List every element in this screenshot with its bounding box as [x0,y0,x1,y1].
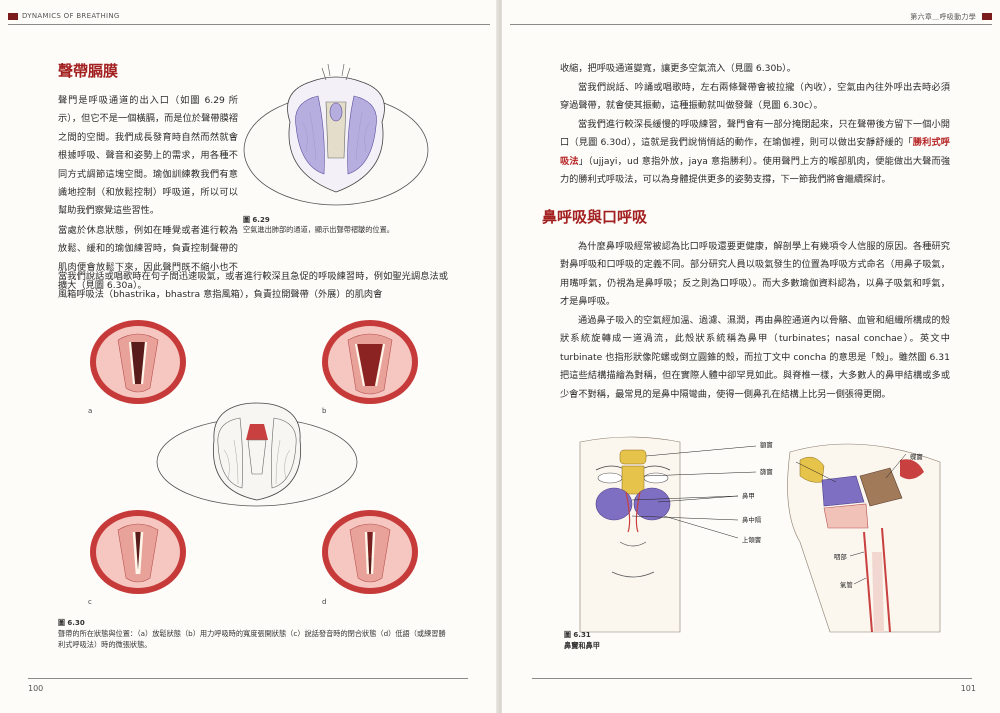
figure-letter: a [88,407,93,415]
chapter-marker [8,13,18,20]
figure-label: 額竇 [760,441,773,449]
figure-letter: d [322,598,327,606]
airway-center-figure [156,402,358,507]
figure-caption: 空氣進出肺部的通道，顯示出聲帶褶皺的位置。 [243,225,394,234]
section-title: 鼻呼吸與口呼吸 [542,208,648,226]
header-rule [8,24,490,25]
figure-6-31 [579,436,941,633]
figure-label: 鼻中隔 [742,516,762,524]
figure-label: 上頜竇 [742,536,762,544]
figure-label: 咽部 [834,553,847,561]
figure-label: 氣管 [840,581,853,589]
figure-label: 篩竇 [760,468,773,476]
paragraph-text: 」（ujjayi，ud 意指外放，jaya 意指勝利）。使用聲門上方的喉部肌肉，… [560,155,951,186]
page-number: 100 [28,684,44,693]
footer-rule [28,678,468,679]
figure-number: 圖 6.31 [564,631,591,639]
figure-caption: 鼻竇和鼻甲 [564,641,600,650]
paragraph: 當我們說話或唱歌時在句子間迅速吸氣，或者進行較深且急促的呼吸練習時，例如聖光調息… [58,271,448,301]
figure-6-29 [243,63,429,206]
figure-letter: c [88,598,92,606]
footer-rule [532,678,972,679]
right-page: 第六章＿呼吸動力學 收縮，把呼吸通道變寬，讓更多空氣流入（見圖 6.30b）。 … [502,0,1000,713]
paragraph: 聲門是呼吸通道的出入口（如圖 6.29 所示），但它不是一個橫膈，而是位於聲帶膜… [58,95,238,217]
figure-label: 蝶竇 [910,453,923,461]
page-number: 101 [960,684,976,693]
figure-number: 圖 6.30 [58,619,85,627]
header-rule [510,24,992,25]
paragraph-text: 當我們進行較深長緩慢的呼吸練習，聲門會有一部分掩閉起來，只在聲帶後方留下一個小開… [560,119,950,149]
paragraph: 為什麼鼻呼吸經常被認為比口呼吸還要更健康，解剖學上有幾項令人信服的原因。各種研究… [560,241,950,308]
figure-letter: b [322,407,327,415]
section-title: 聲帶膈膜 [58,62,119,80]
paragraph: 當處於休息狀態，例如在睡覺或者進行較為放鬆、緩和的瑜伽練習時，負責控制聲帶的肌肉… [58,225,238,292]
running-head: 第六章＿呼吸動力學 [910,13,976,21]
highlight-term: 勝利式呼吸法 [560,137,950,167]
paragraph: 收縮，把呼吸通道變寬，讓更多空氣流入（見圖 6.30b）。 [560,63,796,74]
left-page: DYNAMICS OF BREATHING 聲帶膈膜 聲門是呼吸通道的出入口（如… [0,0,498,713]
figure-number: 圖 6.29 [243,216,270,224]
paragraph-ujjayi: 當我們進行較深長緩慢的呼吸練習，聲門會有一部分掩閉起來，只在聲帶後方留下一個小開… [560,116,950,190]
paragraph: 當我們說話、吟誦或唱歌時，左右兩條聲帶會被拉攏（內收），空氣由內往外呼出去時必須… [560,82,950,112]
glottis-view-c [90,510,186,594]
glottis-view-d [322,510,418,594]
figure-label: 鼻甲 [742,492,755,500]
chapter-marker [982,13,992,20]
gutter [496,0,504,713]
paragraph: 通過鼻子吸入的空氣經加溫、過濾、濕潤，再由鼻腔通道內以骨骼、血管和組織所構成的殼… [560,315,950,400]
glottis-view-a [90,320,186,404]
glottis-view-b [322,320,418,404]
figure-caption: 聲帶的所在狀態與位置：（a）放鬆狀態（b）用力呼吸時的寬度張開狀態（c）說話發音… [58,629,446,649]
running-head: DYNAMICS OF BREATHING [22,12,120,20]
